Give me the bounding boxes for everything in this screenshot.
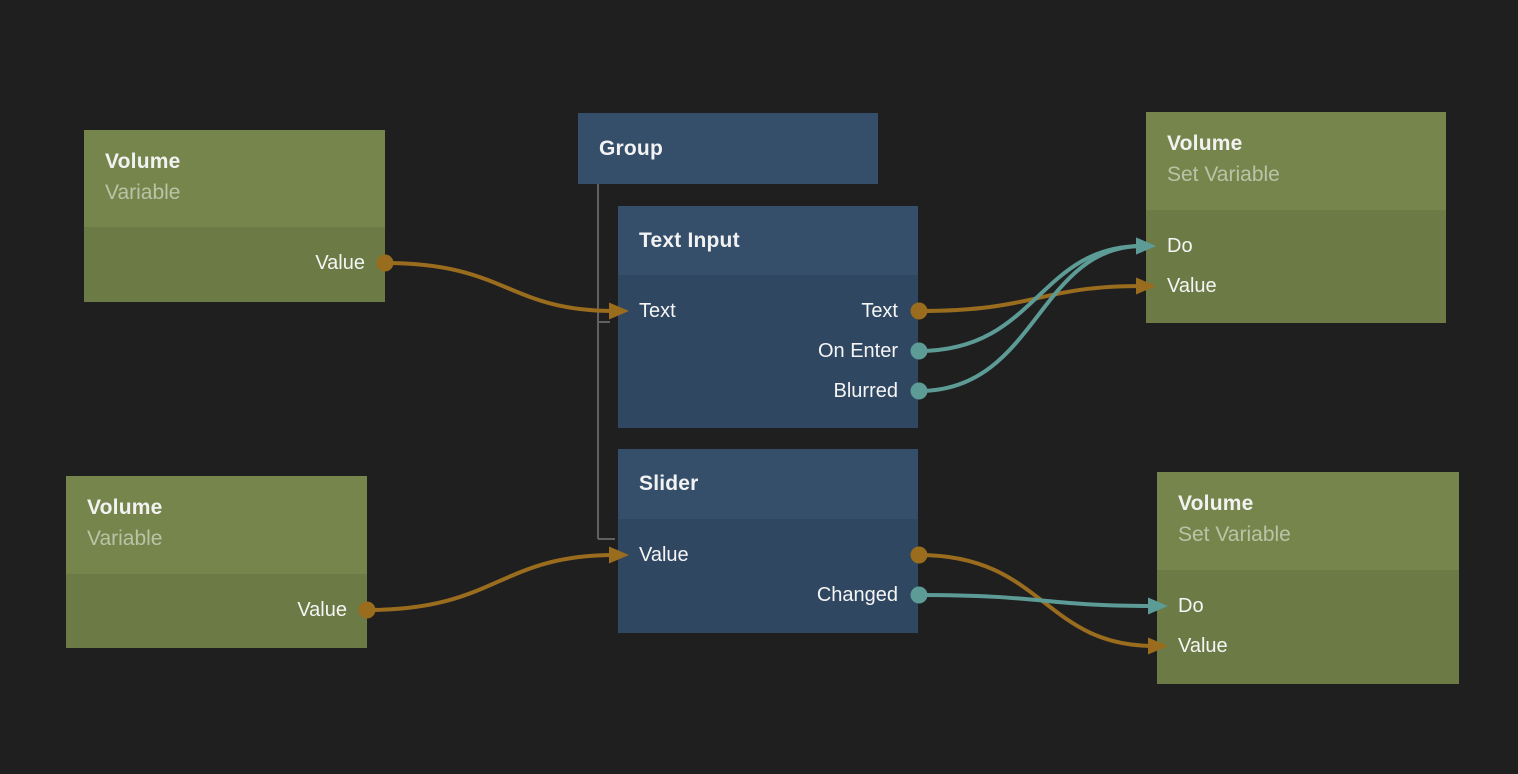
wire-arrowhead-icon	[1136, 277, 1156, 295]
port-label-value: Value	[315, 251, 365, 274]
node-header[interactable]: Text Input	[618, 206, 918, 275]
node-header[interactable]: Volume Set Variable	[1157, 472, 1459, 570]
node-title: Text Input	[639, 228, 740, 252]
port-label-value: Value	[1167, 274, 1217, 297]
node-volume-variable-top[interactable]: Volume Variable Value	[84, 130, 385, 302]
wire-source-port-dot[interactable]	[358, 601, 376, 619]
node-header[interactable]: Volume Variable	[84, 130, 385, 227]
node-subtitle: Set Variable	[1178, 523, 1291, 546]
node-subtitle: Variable	[105, 181, 181, 204]
node-title: Volume	[87, 496, 163, 519]
node-title: Slider	[639, 472, 699, 495]
wire-source-port-dot[interactable]	[910, 586, 928, 604]
port-label-value: Value	[297, 598, 347, 621]
port-label-value: Value	[639, 543, 689, 566]
node-header[interactable]: Slider	[618, 449, 918, 519]
port-label-on-enter: On Enter	[817, 339, 898, 362]
port-row-do-input[interactable]: Do	[1157, 586, 1459, 626]
wire-arrowhead-icon	[1148, 597, 1168, 615]
port-row-on-enter-output[interactable]: On Enter	[618, 331, 918, 371]
wire-teal[interactable]	[918, 244, 1143, 393]
node-header[interactable]: Volume Set Variable	[1146, 112, 1446, 210]
port-row-text[interactable]: Text Text	[618, 291, 918, 331]
node-text-input[interactable]: Text Input Text Text On Enter Blurred	[618, 206, 918, 428]
port-row-do-input[interactable]: Do	[1146, 226, 1446, 266]
wire-teal[interactable]	[918, 593, 1155, 608]
wire-source-port-dot[interactable]	[376, 254, 394, 272]
node-volume-set-variable-top[interactable]: Volume Set Variable Do Value	[1146, 112, 1446, 323]
node-subtitle: Set Variable	[1167, 163, 1280, 186]
port-row-blurred-output[interactable]: Blurred	[618, 371, 918, 411]
wire-orange[interactable]	[366, 553, 616, 612]
port-label-text-input: Text	[639, 299, 676, 322]
wire-source-port-dot[interactable]	[910, 342, 928, 360]
node-header[interactable]: Volume Variable	[66, 476, 367, 574]
node-slider[interactable]: Slider Value Changed	[618, 449, 918, 633]
wire-arrowhead-icon	[609, 302, 629, 320]
node-title: Volume	[1167, 132, 1243, 155]
port-label-do: Do	[1167, 234, 1193, 257]
port-label-changed: Changed	[816, 583, 898, 606]
wire-arrowhead-icon	[1148, 637, 1168, 655]
port-row-changed-output[interactable]: Changed	[618, 575, 918, 615]
wire-source-port-dot[interactable]	[910, 546, 928, 564]
port-label-do: Do	[1178, 594, 1204, 617]
node-volume-set-variable-bottom[interactable]: Volume Set Variable Do Value	[1157, 472, 1459, 684]
port-label-text-output: Text	[861, 299, 898, 322]
node-subtitle: Variable	[87, 527, 163, 550]
port-label-value: Value	[1178, 634, 1228, 657]
port-row-value[interactable]: Value	[618, 535, 918, 575]
wire-arrowhead-icon	[1136, 237, 1156, 255]
node-volume-variable-bottom[interactable]: Volume Variable Value	[66, 476, 367, 648]
group-node-header[interactable]: Group	[578, 113, 878, 184]
node-title: Volume	[1178, 492, 1254, 515]
port-row-value-output[interactable]: Value	[84, 243, 385, 283]
group-title: Group	[599, 136, 663, 160]
wire-source-port-dot[interactable]	[910, 302, 928, 320]
port-row-value-input[interactable]: Value	[1146, 266, 1446, 306]
wire-source-port-dot[interactable]	[910, 382, 928, 400]
wire-orange[interactable]	[918, 284, 1143, 313]
port-row-value-output[interactable]: Value	[66, 590, 367, 630]
node-title: Volume	[105, 150, 181, 173]
port-row-value-input[interactable]: Value	[1157, 626, 1459, 666]
wire-arrowhead-icon	[609, 546, 629, 564]
port-label-blurred: Blurred	[833, 379, 898, 402]
wire-orange[interactable]	[384, 261, 616, 313]
